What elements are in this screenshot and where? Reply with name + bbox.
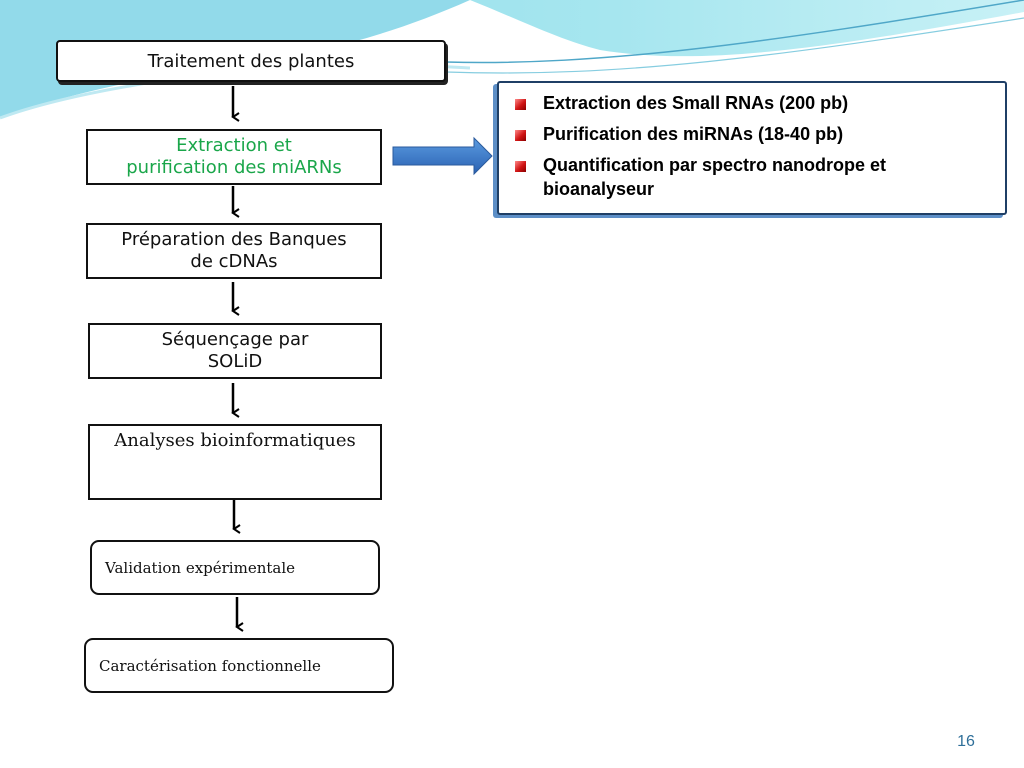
step-label-line: de cDNAs (190, 251, 278, 272)
step-label: Caractérisation fonctionnelle (99, 657, 321, 675)
details-list: Extraction des Small RNAs (200 pb) Purif… (509, 91, 995, 201)
step-label-line: Préparation des Banques (121, 229, 347, 250)
step-label: Traitement des plantes (147, 51, 355, 72)
step-label-line: Séquençage par (161, 329, 309, 350)
square-bullet-icon (515, 130, 526, 141)
step-traitement-des-plantes: Traitement des plantes (56, 40, 446, 82)
step-label: Validation expérimentale (105, 559, 296, 577)
step-label-line: SOLiD (207, 351, 263, 372)
step-validation-experimentale: Validation expérimentale (90, 540, 380, 595)
detail-item: Quantification par spectro nanodrope et … (509, 153, 995, 201)
square-bullet-icon (515, 161, 526, 172)
step-preparation-banques: Préparation des Banques de cDNAs (86, 223, 382, 279)
step-extraction-purification: Extraction et purification des miARNs (86, 129, 382, 185)
step-caracterisation-fonctionnelle: Caractérisation fonctionnelle (84, 638, 394, 693)
step-label-line: purification des miARNs (126, 157, 342, 178)
square-bullet-icon (515, 99, 526, 110)
detail-item: Purification des miRNAs (18-40 pb) (509, 122, 995, 146)
extraction-details-panel: Extraction des Small RNAs (200 pb) Purif… (497, 81, 1007, 215)
detail-text: Extraction des Small RNAs (200 pb) (543, 93, 849, 113)
step-analyses-bioinformatiques: Analyses bioinformatiques (88, 424, 382, 500)
detail-text: Quantification par spectro nanodrope et … (543, 155, 887, 199)
step-label-line: Extraction et (176, 135, 292, 156)
step-sequencage-solid: Séquençage par SOLiD (88, 323, 382, 379)
page-number: 16 (957, 733, 975, 750)
detail-item: Extraction des Small RNAs (200 pb) (509, 91, 995, 115)
step-label: Analyses bioinformatiques (114, 430, 356, 451)
detail-text: Purification des miRNAs (18-40 pb) (543, 124, 844, 144)
